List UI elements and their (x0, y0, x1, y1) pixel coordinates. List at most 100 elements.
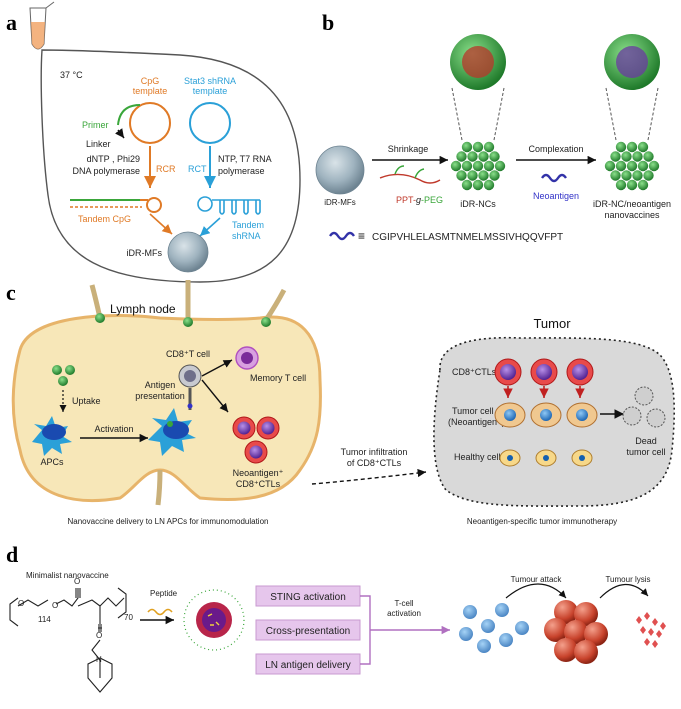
neoantigen-ctls-line1: Neoantigen⁺ (233, 468, 284, 478)
tumour-attack-label: Tumour attack (511, 575, 563, 584)
nanoparticle-sphere (637, 179, 649, 191)
nanoparticle-sphere (467, 151, 478, 162)
shrna-template-line2: template (193, 86, 228, 96)
nanoparticle-sphere (643, 151, 654, 162)
tumor-label: Tumor (533, 316, 571, 331)
tumour-mass (544, 600, 608, 664)
temperature-label: 37 °C (60, 70, 83, 80)
vaccine-dot (95, 313, 105, 323)
nanoparticle-sphere (626, 179, 638, 191)
activated-apc-icon (148, 408, 196, 456)
primer-label: Primer (82, 120, 109, 130)
product-arrow-right (199, 217, 221, 237)
infiltration-line1: Tumor infiltration (341, 447, 408, 457)
peptide-sequence: CGIPVHLELASMTNMELMSSIVHQQVFPT (372, 232, 563, 243)
cd8-t-cell-nucleus (184, 370, 196, 382)
infiltration-line2: of CD8⁺CTLs (347, 458, 402, 468)
cd8-ctls-label: CD8⁺CTLs (452, 367, 497, 377)
vaccine-dot (261, 317, 271, 327)
zoom-line-left-1 (451, 87, 463, 141)
nanoparticle-sphere (610, 170, 621, 181)
ctl-attack-arrows (503, 386, 585, 398)
cpg-template-line1: CpG (141, 76, 160, 86)
nanoparticle-sphere (621, 170, 632, 181)
idr-mfs-label-a: iDR-MFs (127, 248, 163, 258)
oxygen-atom: O (18, 599, 24, 608)
cross-presentation-label: Cross-presentation (266, 626, 350, 637)
tumor-cell-line1: Tumor cell (452, 406, 494, 416)
panel-a: a 37 °C CpG template Primer Linker Stat3… (6, 1, 301, 283)
nanovaccine-pair (52, 365, 75, 386)
nanoparticle-sphere (648, 160, 660, 172)
lymph-node-label: Lymph node (110, 302, 176, 316)
tumour-attack-arrow (505, 583, 567, 599)
idr-nc-cluster (450, 141, 506, 191)
tandem-shrna-line1: Tandem (232, 220, 264, 230)
memory-t-cell-nucleus (241, 352, 253, 364)
idr-ncs-label: iDR-NCs (460, 199, 496, 209)
tumor-cell-line2: (Neoantigen⁺) (448, 417, 505, 427)
nanoparticle-sphere (478, 170, 489, 181)
shrna-template-line1: Stat3 shRNA (184, 76, 236, 86)
nanoparticle-sphere (461, 179, 473, 191)
sequence-neoantigen-icon (329, 231, 355, 241)
nanoparticle-sphere (632, 170, 643, 181)
neoantigen-icon (541, 173, 567, 183)
ctl-arrow (201, 379, 229, 413)
nanoparticle-sphere (615, 179, 627, 191)
nanoparticle-sphere (637, 160, 649, 172)
activation-label: Activation (94, 424, 133, 434)
tcell-activation-line1: T-cell (394, 599, 413, 608)
tandem-cpg-label: Tandem CpG (78, 214, 131, 224)
nanovaccine-title: Minimalist nanovaccine (26, 571, 109, 580)
antigen-presentation-line2: presentation (135, 391, 185, 401)
oxygen-atom: O (96, 631, 102, 640)
tandem-shrna-strand (197, 196, 261, 215)
nanovaccine-core (616, 46, 648, 78)
right-reagents-line1: NTP, T7 RNA (218, 154, 272, 164)
complexation-label: Complexation (528, 144, 583, 154)
infiltration-arrow (311, 468, 427, 485)
tumor-cell-row (494, 402, 598, 428)
vaccine-dot (183, 317, 193, 327)
ppt-g-peg-label: PPT-g-PEG (396, 195, 443, 205)
nanoparticle-sphere (483, 141, 495, 153)
tube-icon (29, 1, 55, 50)
cd8-t-cell-label: CD8⁺T cell (166, 349, 210, 359)
tumour-lysis-arrow (599, 583, 649, 599)
nanoparticle-sphere (483, 179, 495, 191)
nanovaccine-label-line2: nanovaccines (604, 210, 660, 220)
cpg-template-circle (129, 102, 171, 144)
left-reagents-line1: dNTP , Phi29 (87, 154, 140, 164)
nanoparticle-sphere (632, 151, 643, 162)
nanoparticle-sphere (604, 160, 616, 172)
nanovaccine-cluster (604, 141, 660, 191)
nanoparticle-sphere (615, 141, 627, 153)
neoantigen-ctls-line2: CD8⁺CTLs (236, 479, 281, 489)
equivalent-icon: ≡ (358, 229, 365, 243)
nanovaccine-particle (183, 589, 245, 651)
nanoparticle-sphere (483, 160, 495, 172)
nanoparticle-sphere (626, 160, 638, 172)
rcr-label: RCR (156, 164, 176, 174)
zoom-line-right-2 (647, 87, 659, 141)
panel-b: b iDR-MFs Shrinkage PPT-g-PEG iDR-NCs Co… (315, 10, 671, 243)
apc-cell-icon (32, 416, 72, 456)
healthy-cell-label: Healthy cell (454, 452, 501, 462)
sting-activation-label: STING activation (270, 592, 346, 603)
healthy-cell-row (499, 449, 593, 467)
idr-mf-sphere (315, 145, 365, 195)
caption-right: Neoantigen-specific tumor immunotherapy (467, 517, 617, 526)
tandem-cpg-strand (70, 197, 162, 213)
dead-tumor-line2: tumor cell (626, 447, 665, 457)
peptide-label: Peptide (150, 589, 178, 598)
shrna-template-circle (189, 102, 231, 144)
nanovaccine-label-line1: iDR-NC/neoantigen (593, 199, 671, 209)
peptide-icon (147, 608, 173, 616)
zoom-line-left-2 (605, 87, 617, 141)
nanoparticle-sphere (610, 151, 621, 162)
linker-arrow (115, 128, 125, 139)
panel-d-label: d (6, 542, 18, 567)
tcell-activation-line2: activation (387, 609, 421, 618)
